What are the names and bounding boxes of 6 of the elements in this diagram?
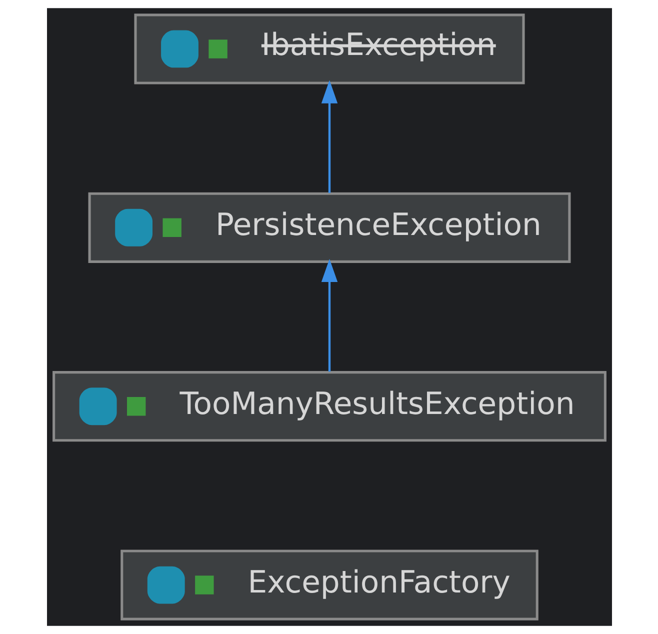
node-box: PersistenceException (88, 192, 570, 263)
arrow (320, 258, 338, 372)
node-box: TooManyResultsException (52, 371, 606, 442)
node-box: IbatisException (134, 14, 524, 84)
arrow (320, 80, 338, 193)
node-box: ExceptionFactory (120, 550, 538, 620)
